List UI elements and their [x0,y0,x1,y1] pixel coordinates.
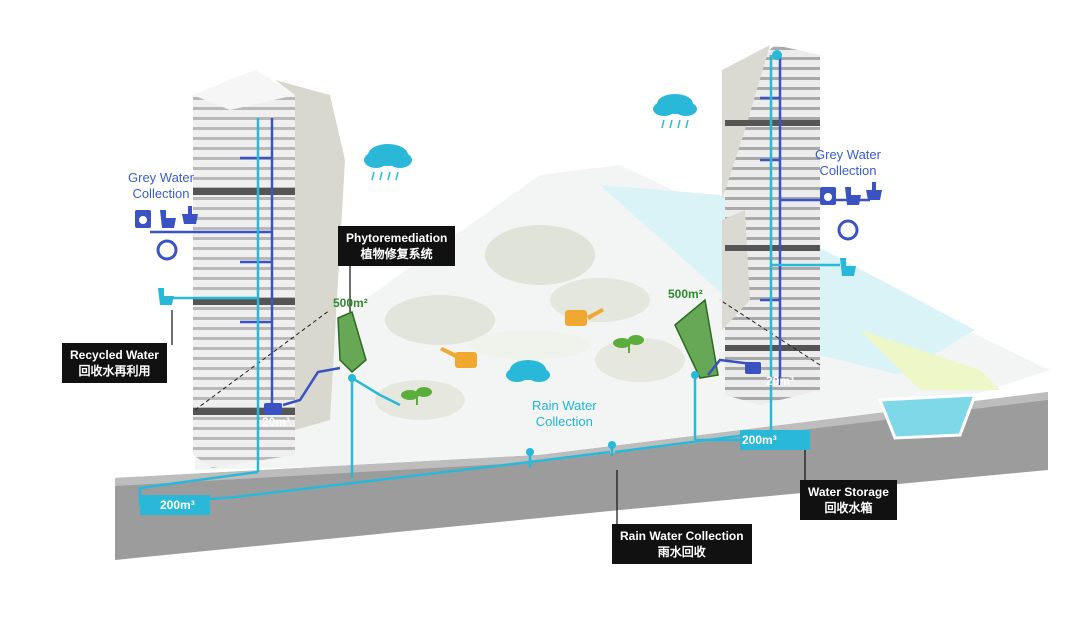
watering-can-icon [440,347,477,368]
watering-can-icon [565,308,604,326]
sink-icon [182,206,198,224]
toilet-icon [845,187,861,205]
tank-right-big [740,430,810,450]
underground-top [115,392,1048,486]
toilet-icon [840,258,856,276]
cloud-rain-icon [364,144,412,181]
grey-water-pipes-left [150,118,341,408]
river-bank [860,330,1000,390]
rain-water-collection-label: Rain Water Collection 雨水回收 [612,524,752,564]
central-garden [375,225,685,420]
phytoremediation-label: Phytoremediation 植物修复系统 [338,226,456,266]
water-storage-cn: 回收水箱 [824,501,873,515]
pipe-joint [348,374,356,382]
leader-lines [171,262,806,525]
grey-water-label-left: Grey Water Collection [128,170,194,201]
section-line-left [194,309,331,411]
left-tower [193,70,345,468]
pipe-joint [772,50,782,60]
river-channel [877,393,978,440]
recycled-water-cn: 回收水再利用 [78,364,151,378]
cloud-rain-icon [506,360,550,382]
tank-label-right-small: 20m³ [766,374,795,388]
water-storage-en: Water Storage [808,485,889,499]
rain-collection-en: Rain Water Collection [620,529,744,543]
area-label-left: 500m² [333,296,368,310]
plant-icon [613,335,644,353]
filter-icon [837,219,859,241]
filter-icon [156,239,178,261]
phytoremediation-en: Phytoremediation [346,231,448,245]
pipe-joint [526,448,534,456]
appliance-icons-right [820,182,882,276]
pipe-joint [608,441,616,449]
tank-label-left-big: 200m³ [160,498,195,512]
toilet-icon [160,210,176,228]
phytoremediation-cn: 植物修复系统 [360,247,433,261]
recycled-water-label: Recycled Water 回收水再利用 [62,343,167,383]
sink-icon [866,182,882,200]
rain-collection-cn: 雨水回收 [657,545,706,559]
area-label-right: 500m² [668,287,703,301]
tank-label-right-big: 200m³ [742,433,777,447]
plant-icon [401,387,432,405]
pipe-joint [691,371,699,379]
appliance-icons-left [135,206,198,305]
right-tower [722,45,820,405]
tank-right-small-icon [745,362,761,374]
cloud-rain-icon [653,94,697,129]
grey-water-label-right: Grey Water Collection [815,147,881,178]
toilet-icon [158,288,174,305]
tank-label-left-small: 20m³ [262,415,291,429]
rain-water-label-center: Rain Water Collection [532,398,597,429]
water-storage-label: Water Storage 回收水箱 [800,480,897,520]
phyto-area-right [674,298,719,379]
underground-slab [115,392,1048,560]
phyto-area-left [337,310,367,374]
recycled-water-en: Recycled Water [70,348,159,362]
tank-left-small-icon [264,403,282,415]
tank-left-big [140,495,210,515]
